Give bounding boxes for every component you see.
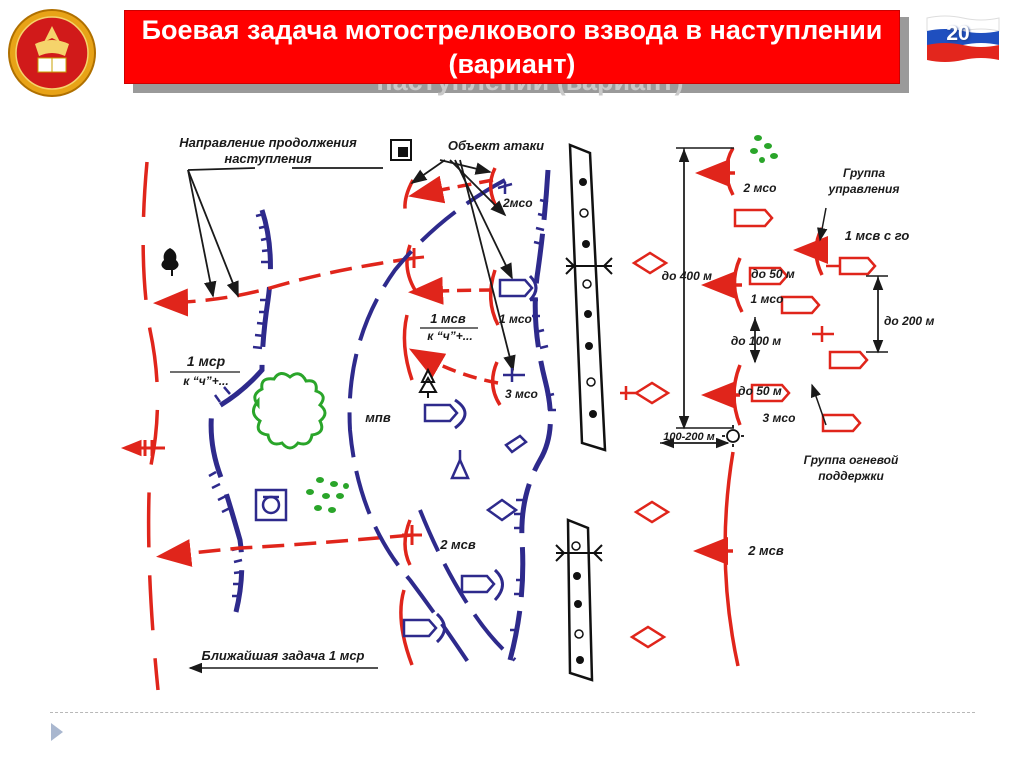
enemy-strongpoint-icon [254, 488, 288, 522]
triangle-right-icon [51, 723, 63, 741]
label-msv1-time: к “ч”+... [427, 329, 472, 343]
tree-icon [161, 248, 179, 276]
forest-area-icon [252, 372, 327, 450]
tree-icon-small [418, 367, 438, 398]
label-msr1-time: к “ч”+... [183, 374, 228, 388]
label-direction-l2: наступления [224, 151, 312, 166]
label-right-mso3: 3 мсо [763, 411, 796, 425]
diagram-labels: Направление продолжения наступления Объе… [170, 135, 934, 674]
label-nearest-task: Ближайшая задача 1 мср [201, 648, 364, 663]
label-range-100-200: 100-200 м [663, 431, 715, 443]
minefield-strip-bottom [555, 518, 603, 682]
russian-flag-icon [926, 15, 1000, 62]
friendly-diamonds [629, 251, 671, 649]
label-direction-l1: Направление продолжения [179, 135, 357, 150]
advance-arrows-left [153, 256, 416, 567]
enemy-trench-right [507, 169, 553, 661]
sun-marker-icon [722, 425, 744, 447]
friendly-vehicles [733, 208, 877, 433]
footer-divider [50, 712, 975, 713]
emblem-icon [8, 9, 96, 97]
bush-dots [306, 477, 349, 513]
trench-teeth-left [208, 212, 272, 598]
label-group-control-l2: управления [828, 182, 900, 196]
label-msv1-go: 1 мсв с го [845, 228, 910, 243]
label-mso3: 3 мсо [505, 387, 538, 401]
slide-title: Боевая задача мотострелкового взвода в н… [124, 10, 900, 84]
label-upto-50-b: до 50 м [738, 384, 782, 398]
mpv-line [347, 178, 517, 667]
squad-attack-arrows [408, 175, 499, 385]
page-number: 20 [946, 22, 970, 45]
label-right-mso1: 1 мсо [751, 292, 784, 306]
friendly-weapons [620, 264, 840, 400]
label-msr1: 1 мср [187, 353, 226, 369]
enemy-vehicle-arcs [435, 274, 538, 644]
label-fire-group-l2: поддержки [818, 469, 884, 483]
msr-boundary-line [141, 161, 160, 691]
trench-teeth-right [510, 198, 556, 632]
label-group-control-l1: Группа [843, 166, 885, 180]
dimension-lines [660, 147, 888, 449]
enemy-weapons [450, 182, 528, 522]
label-mso2: 2мсо [502, 196, 533, 210]
label-msv1: 1 мсв [430, 311, 466, 326]
enemy-vehicles [402, 278, 534, 638]
msr-flag-marker [120, 439, 165, 457]
green-dots-right [750, 135, 778, 163]
minefield-strip-top [565, 143, 613, 452]
label-upto-200: до 200 м [884, 314, 934, 328]
label-attack-object: Объект атаки [448, 138, 544, 153]
label-upto-100: до 100 м [731, 334, 781, 348]
label-upto-400: до 400 м [662, 269, 712, 283]
label-right-msv2: 2 мсв [747, 543, 784, 558]
label-mso1: 1 мсо [499, 312, 532, 326]
label-right-mso2: 2 мсо [743, 181, 777, 195]
right-arrows [693, 159, 828, 565]
label-fire-group-l1: Группа огневой [804, 453, 899, 467]
leader-arrows [187, 159, 516, 372]
label-mpv: мпв [365, 410, 391, 425]
label-msv2: 2 мсв [439, 537, 476, 552]
observation-post-icon [390, 139, 412, 161]
label-upto-50-a: до 50 м [751, 267, 795, 281]
